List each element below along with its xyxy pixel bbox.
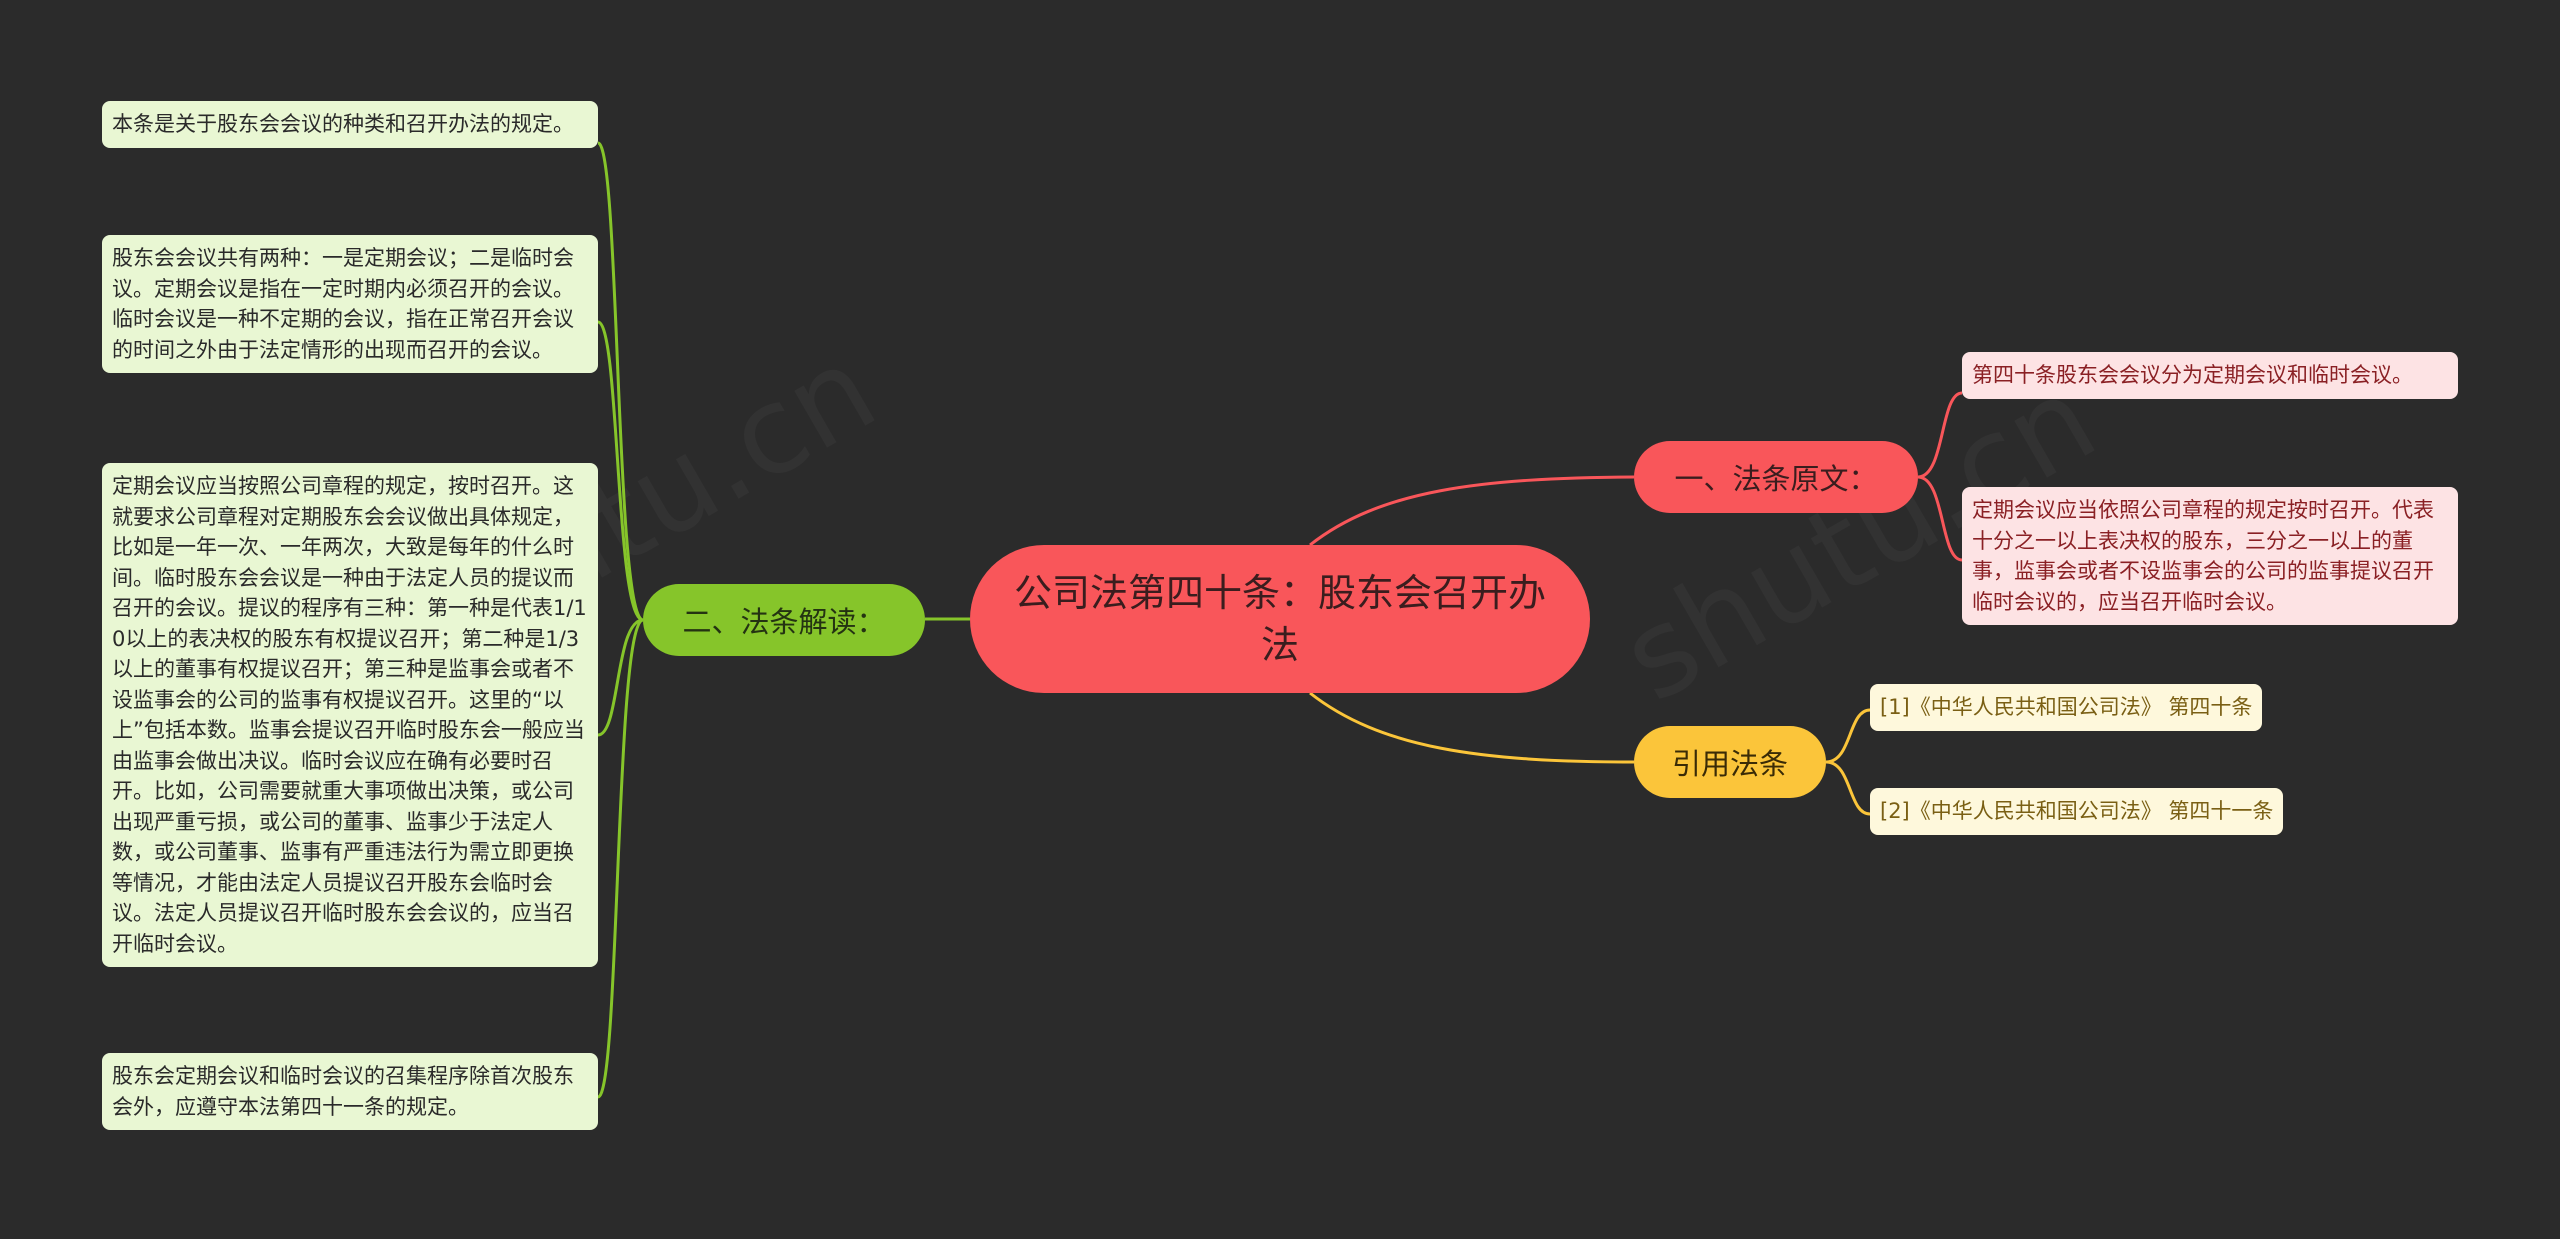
branch-original-text-label: 一、法条原文： <box>1674 462 1878 496</box>
link-orig-1 <box>1917 391 1963 479</box>
link-interp-2 <box>597 320 644 622</box>
interpretation-item-text: 本条是关于股东会会议的种类和召开办法的规定。 <box>112 112 574 136</box>
link-cite-2 <box>1825 760 1871 816</box>
interpretation-item-text: 股东会定期会议和临时会议的召集程序除首次股东会外，应遵守本法第四十一条的规定。 <box>112 1064 574 1119</box>
interpretation-item-text: 定期会议应当按照公司章程的规定，按时召开。这就要求公司章程对定期股东会会议做出具… <box>112 474 587 956</box>
interpretation-item-1[interactable]: 本条是关于股东会会议的种类和召开办法的规定。 <box>102 101 598 148</box>
link-center-citations <box>1309 691 1635 764</box>
link-center-original <box>1309 475 1635 547</box>
original-text-item-2[interactable]: 定期会议应当依照公司章程的规定按时召开。代表十分之一以上表决权的股东，三分之一以… <box>1962 487 2458 625</box>
citation-item-text: [1]《中华人民共和国公司法》 第四十条 <box>1880 695 2253 719</box>
central-topic[interactable]: 公司法第四十条：股东会召开办法 <box>970 545 1590 693</box>
citation-item-2[interactable]: [2]《中华人民共和国公司法》 第四十一条 <box>1870 788 2284 835</box>
original-text-item-text: 定期会议应当依照公司章程的规定按时召开。代表十分之一以上表决权的股东，三分之一以… <box>1972 498 2434 614</box>
link-interp-1 <box>596 141 644 622</box>
link-cite-1 <box>1825 708 1871 764</box>
interpretation-item-2[interactable]: 股东会会议共有两种：一是定期会议；二是临时会议。定期会议是指在一定时期内必须召开… <box>102 235 598 373</box>
citation-item-text: [2]《中华人民共和国公司法》 第四十一条 <box>1880 799 2274 823</box>
branch-interpretation[interactable]: 二、法条解读： <box>643 584 925 656</box>
link-interp-4 <box>596 618 644 1099</box>
branch-citations-label: 引用法条 <box>1671 747 1788 781</box>
branch-citations[interactable]: 引用法条 <box>1634 726 1826 798</box>
citation-item-1[interactable]: [1]《中华人民共和国公司法》 第四十条 <box>1870 684 2263 731</box>
interpretation-item-4[interactable]: 股东会定期会议和临时会议的召集程序除首次股东会外，应遵守本法第四十一条的规定。 <box>102 1053 598 1130</box>
branch-interpretation-label: 二、法条解读： <box>682 605 886 639</box>
link-orig-2 <box>1917 475 1963 562</box>
interpretation-item-3[interactable]: 定期会议应当按照公司章程的规定，按时召开。这就要求公司章程对定期股东会会议做出具… <box>102 463 598 967</box>
link-interp-3 <box>597 618 644 737</box>
original-text-item-text: 第四十条股东会会议分为定期会议和临时会议。 <box>1972 363 2413 387</box>
central-topic-label: 公司法第四十条：股东会召开办法 <box>1013 571 1546 667</box>
original-text-item-1[interactable]: 第四十条股东会会议分为定期会议和临时会议。 <box>1962 352 2458 399</box>
branch-original-text[interactable]: 一、法条原文： <box>1634 441 1918 513</box>
interpretation-item-text: 股东会会议共有两种：一是定期会议；二是临时会议。定期会议是指在一定时期内必须召开… <box>112 246 574 362</box>
